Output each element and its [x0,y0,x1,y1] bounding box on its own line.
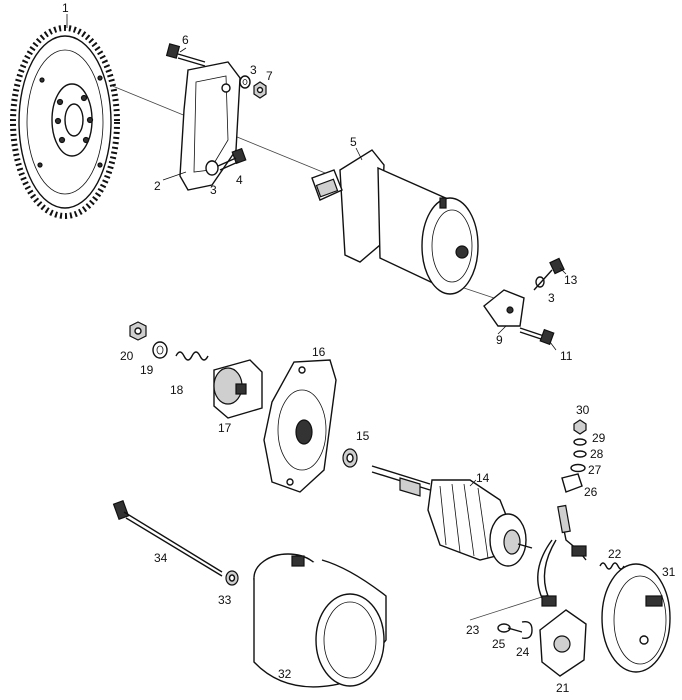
callout-17: 17 [218,421,232,435]
callout-labels: 1 2 3 3 3 4 5 6 7 9 11 13 14 15 16 17 18… [62,1,676,695]
rear-support-bracket [483,289,525,327]
bolt-11 [519,327,555,346]
bolt-6 [165,43,206,67]
bolt-4-and-washer [205,147,247,176]
callout-22: 22 [608,547,622,561]
callout-21: 21 [556,681,570,695]
yoke-housing [253,553,387,688]
callout-32: 32 [278,667,292,681]
callout-24: 24 [516,645,530,659]
callout-6: 6 [182,33,189,47]
callout-5: 5 [350,135,357,149]
callout-19: 19 [140,363,154,377]
callout-13: 13 [564,273,578,287]
drive-end-housing [263,359,337,493]
callout-31: 31 [662,565,676,579]
callout-25: 25 [492,637,506,651]
brush-spring-22 [599,562,625,570]
callout-3: 3 [250,63,257,77]
armature [371,465,533,567]
callout-18: 18 [170,383,184,397]
through-bolt [112,500,223,577]
callout-34: 34 [154,551,168,565]
callout-3: 3 [210,183,217,197]
callout-29: 29 [592,431,606,445]
bolt-13-and-washer [533,257,565,291]
callout-33: 33 [218,593,232,607]
pinion-retaining-parts [129,321,209,361]
callout-9: 9 [496,333,503,347]
callout-30: 30 [576,403,590,417]
commutator-end-cover [601,563,671,673]
washer-33 [225,570,239,586]
callout-11: 11 [560,349,573,363]
flywheel-ring-gear [10,25,120,219]
callout-28: 28 [590,447,604,461]
callout-23: 23 [466,623,480,637]
brush-holder [539,609,587,677]
leader-lines [66,14,567,487]
callout-27: 27 [588,463,602,477]
callout-26: 26 [584,485,598,499]
drive-pinion [213,359,263,419]
callout-1: 1 [62,1,69,15]
thrust-washer-15 [342,448,358,468]
callout-20: 20 [120,349,134,363]
callout-3: 3 [548,291,555,305]
small-fasteners [497,620,533,640]
terminal-hardware-stack [561,419,587,493]
brush-plate-assembly [537,504,587,607]
callout-2: 2 [154,179,161,193]
callout-7: 7 [266,69,273,83]
callout-4: 4 [236,173,243,187]
callout-16: 16 [312,345,326,359]
starter-motor [311,149,479,295]
callout-15: 15 [356,429,370,443]
washers-and-nut-upper [239,75,267,99]
callout-14: 14 [476,471,490,485]
